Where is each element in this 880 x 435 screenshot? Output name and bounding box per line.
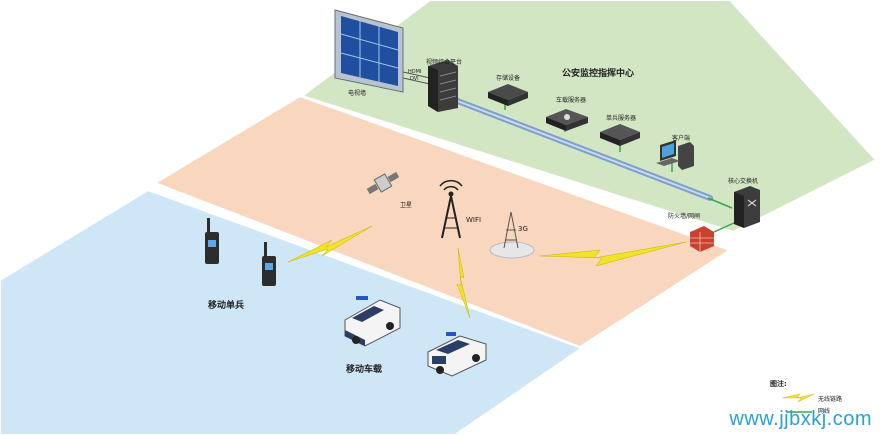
police-car-icon [427, 332, 487, 377]
watermark: www.jjbxkj.com [729, 408, 872, 430]
radio-handset-icon [262, 242, 276, 286]
soldier-server-label: 单兵服务器 [606, 114, 636, 122]
firewall-label: 防火墙/网闸 [668, 212, 700, 220]
core-switch-icon [734, 186, 760, 228]
legend-wireless: 无线链路 [818, 395, 842, 403]
video-wall-label: 电视墙 [348, 89, 366, 97]
mobile-soldier-label: 移动单兵 [208, 299, 244, 311]
legend: 图注: 无线链路 网线 [770, 379, 842, 415]
wifi-label: WIFI [466, 216, 481, 224]
g3-label: 3G [518, 225, 528, 233]
storage-label: 存储设备 [496, 74, 520, 82]
core-switch-label: 核心交换机 [728, 177, 758, 185]
radio-handset-icon [205, 218, 219, 264]
vehicle-server-label: 车载服务器 [556, 96, 586, 104]
edge-zone [0, 188, 585, 435]
g3-tower-icon [489, 211, 535, 259]
satellite-icon [366, 171, 400, 195]
soldier-server-icon [600, 124, 640, 146]
firewall-icon [690, 226, 714, 252]
satellite-label: 卫星 [400, 202, 412, 209]
client-computer-icon [656, 140, 694, 170]
storage-icon [488, 84, 528, 106]
transport-zone [152, 94, 733, 349]
police-van-icon [344, 296, 401, 347]
dvi-label: DVI [410, 76, 419, 82]
command-center-label: 公安监控指挥中心 [562, 67, 634, 79]
wifi-tower-icon [439, 179, 463, 239]
hdmi-label: HDMI [408, 69, 421, 75]
wireless-links [287, 225, 687, 319]
command-center-zone [299, 0, 878, 234]
legend-wired: 网线 [818, 407, 830, 415]
mobile-vehicle-label: 移动车载 [346, 363, 382, 375]
legend-title: 图注: [770, 379, 787, 388]
vehicle-server-icon [546, 109, 588, 131]
video-platform-icon [428, 60, 458, 112]
video-platform-label: 视频综合平台 [426, 58, 462, 66]
client-label: 客户端 [672, 134, 690, 142]
video-wall-icon [334, 9, 404, 93]
